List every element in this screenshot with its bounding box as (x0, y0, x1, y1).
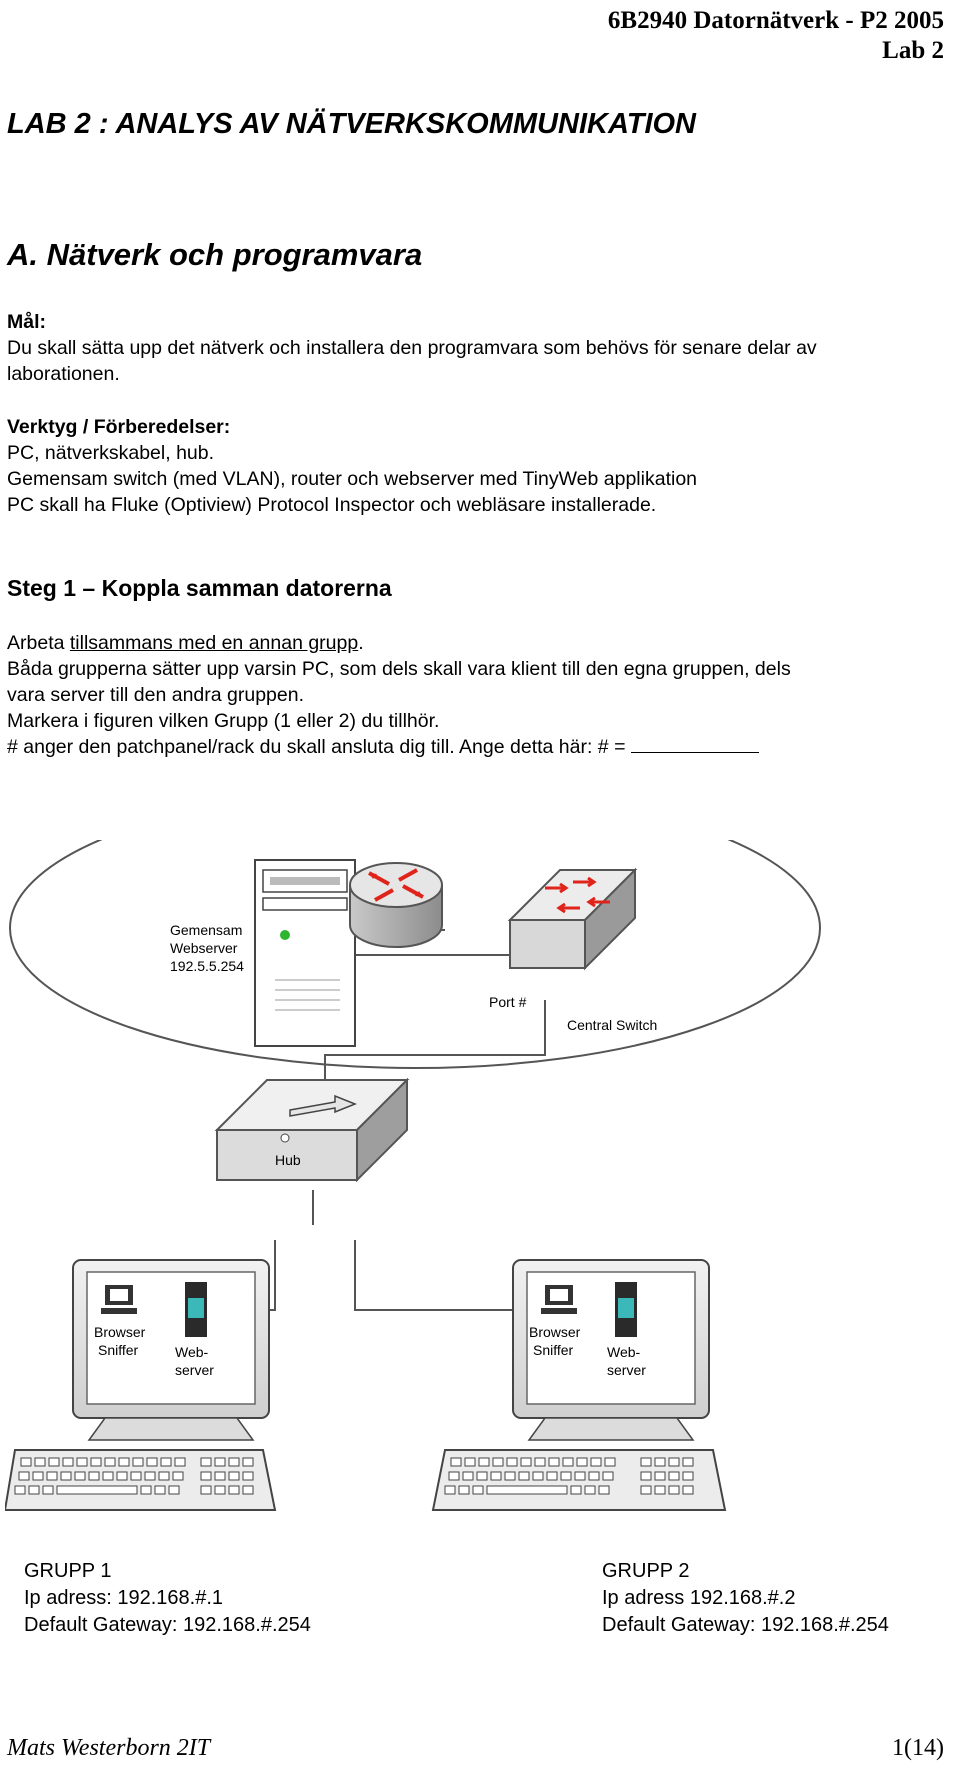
group-2-ip: Ip adress 192.168.#.2 (602, 1587, 796, 1609)
pc1-browser-label: Browser (94, 1324, 146, 1340)
pc2-browser-label: Browser (529, 1324, 581, 1340)
tools-text-2: Gemensam switch (med VLAN), router och w… (7, 468, 698, 490)
pc2-server-label: server (607, 1362, 646, 1378)
network-diagram: Gemensam Webserver 192.5.5.254 Port # Ce… (5, 840, 821, 1511)
group-2-gateway: Default Gateway: 192.168.#.254 (602, 1614, 889, 1636)
step1-period: . (358, 632, 364, 654)
webserver-ip: 192.5.5.254 (170, 958, 244, 974)
document-title: LAB 2 : ANALYS AV NÄTVERKSKOMMUNIKATION (7, 108, 697, 140)
patchpanel-question: # anger den patchpanel/rack du skall ans… (7, 736, 631, 758)
footer-author: Mats Westerborn 2IT (7, 1735, 211, 1761)
step1-title: Steg 1 – Koppla samman datorerna (7, 575, 392, 601)
goal-label: Mål: (7, 311, 46, 333)
group-2-info: GRUPP 2 Ip adress 192.168.#.2 Default Ga… (602, 1558, 889, 1639)
pc1-keys (14, 1457, 254, 1495)
pc-group-1: Browser Sniffer Web- server (5, 1259, 277, 1511)
webserver-led (280, 930, 290, 940)
tools-label: Verktyg / Förberedelser: (7, 416, 231, 438)
step1-line-2: Båda grupperna sätter upp varsin PC, som… (7, 658, 791, 680)
step1-text: Arbeta (7, 632, 70, 654)
group-1-info: GRUPP 1 Ip adress: 192.168.#.1 Default G… (24, 1558, 311, 1639)
pc2-sniffer-label: Sniffer (533, 1342, 574, 1358)
group-1-ip: Ip adress: 192.168.#.1 (24, 1587, 224, 1609)
group-1-gateway: Default Gateway: 192.168.#.254 (24, 1614, 311, 1636)
switch-label: Central Switch (567, 1017, 657, 1033)
pc2-web-label: Web- (607, 1344, 641, 1360)
section-title: A. Nätverk och programvara (7, 237, 423, 272)
central-switch-icon (507, 867, 638, 971)
pc1-sniffer-label: Sniffer (98, 1342, 139, 1358)
patchpanel-answer-blank[interactable] (630, 734, 759, 753)
webserver-label-1: Gemensam (170, 922, 242, 938)
webserver-tower (254, 859, 356, 1047)
header-course: 6B2940 Datornätverk - P2 2005 (607, 7, 944, 34)
step1-line-1: Arbeta tillsammans med en annan grupp. (7, 630, 364, 656)
group-1-name: GRUPP 1 (24, 1560, 112, 1582)
group-2-name: GRUPP 2 (602, 1560, 690, 1582)
step1-line-4: Markera i figuren vilken Grupp (1 eller … (7, 710, 440, 732)
tools-text-1: PC, nätverkskabel, hub. (7, 442, 215, 464)
footer-page-number: 1(14) (892, 1735, 944, 1761)
tools-text-3: PC skall ha Fluke (Optiview) Protocol In… (7, 494, 657, 516)
pc1-web-label: Web- (175, 1344, 209, 1360)
step1-line-5: # anger den patchpanel/rack du skall ans… (7, 734, 759, 760)
pc-group-2: Browser Sniffer Web- server (431, 1259, 727, 1511)
step1-line-3: vara server till den andra gruppen. (7, 684, 305, 706)
pc1-server-label: server (175, 1362, 214, 1378)
hub-icon (214, 1077, 410, 1183)
header-lab: Lab 2 (882, 37, 944, 64)
webserver-label-2: Webserver (170, 940, 238, 956)
router-icon (349, 862, 443, 948)
goal-text-1: Du skall sätta upp det nätverk och insta… (7, 337, 817, 359)
pc2-keys (444, 1457, 694, 1495)
goal-text-2: laborationen. (7, 363, 120, 385)
hub-label: Hub (275, 1152, 301, 1168)
port-label: Port # (489, 994, 527, 1010)
step1-underlined: tillsammans med en annan grupp (69, 632, 359, 654)
